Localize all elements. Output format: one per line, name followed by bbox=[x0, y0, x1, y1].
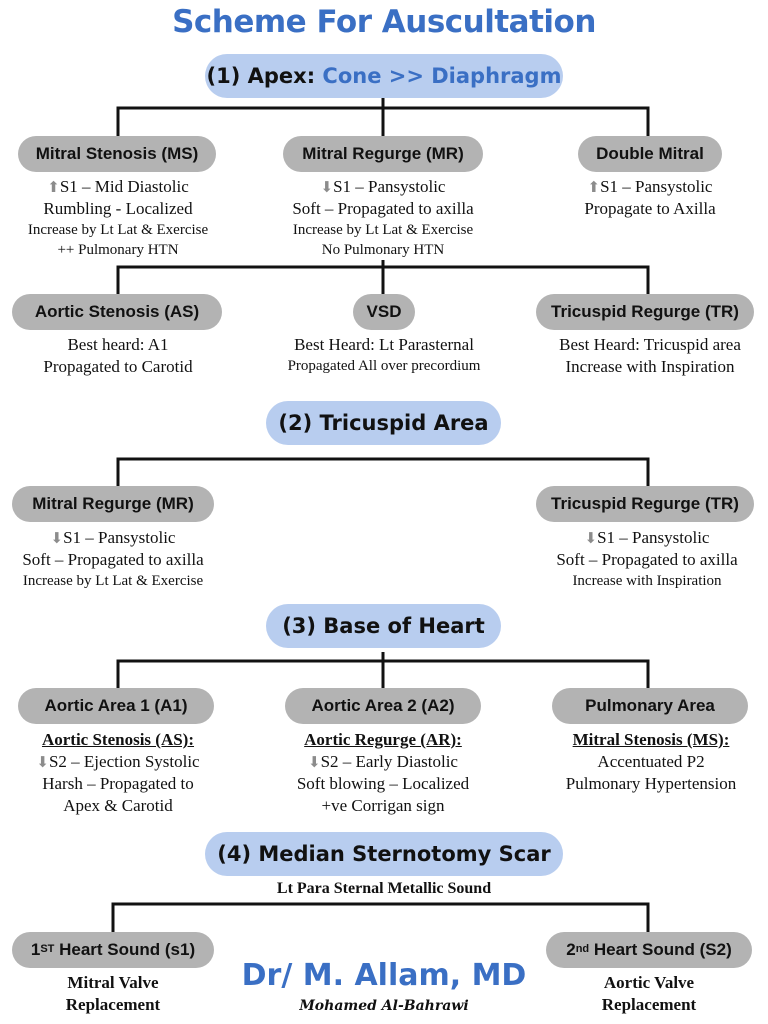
ms-line3: Increase by Lt Lat & Exercise bbox=[27, 222, 209, 238]
a2-details: Aortic Regurge (AR): ⬇S2 – Early Diastol… bbox=[265, 729, 501, 817]
a1-line3: Apex & Carotid bbox=[63, 796, 173, 815]
pill-double-mitral: Double Mitral bbox=[578, 136, 722, 172]
section-apex-highlight: Cone >> Diaphragm bbox=[322, 64, 562, 88]
mr2-details: ⬇S1 – Pansystolic Soft – Propagated to a… bbox=[0, 527, 226, 591]
mr-line3: Increase by Lt Lat & Exercise bbox=[292, 222, 474, 238]
author-signature: Mohamed Al-Bahrawi bbox=[299, 998, 469, 1014]
mr-details: ⬇S1 – Pansystolic Soft – Propagated to a… bbox=[265, 176, 501, 260]
pulm-line1: Accentuated P2 bbox=[597, 752, 705, 771]
scar-connector bbox=[111, 902, 650, 932]
section-base: (3) Base of Heart bbox=[266, 604, 501, 648]
s1-line2: Replacement bbox=[65, 995, 161, 1014]
a1-line2: Harsh – Propagated to bbox=[42, 774, 194, 793]
pill-vsd: VSD bbox=[353, 294, 415, 330]
s2-sup: nd bbox=[575, 943, 590, 955]
s1-details: Mitral Valve Replacement bbox=[0, 972, 226, 1016]
s2-line1: Aortic Valve bbox=[603, 973, 695, 992]
s1-rest: Heart Sound (s1) bbox=[54, 940, 196, 959]
arrow-down-icon: ⬇ bbox=[308, 753, 321, 771]
ms-line2: Rumbling - Localized bbox=[43, 199, 193, 218]
double-mitral-details: ⬆S1 – Pansystolic Propagate to Axilla bbox=[540, 176, 760, 220]
dm-line2: Propagate to Axilla bbox=[584, 199, 716, 218]
tr2-line2: Soft – Propagated to axilla bbox=[556, 550, 738, 569]
pill-aortic-area-2: Aortic Area 2 (A2) bbox=[285, 688, 481, 724]
pulm-head: Mitral Stenosis (MS): bbox=[572, 730, 730, 749]
a1-details: Aortic Stenosis (AS): ⬇S2 – Ejection Sys… bbox=[0, 729, 236, 817]
vsd-details: Best Heard: Lt Parasternal Propagated Al… bbox=[258, 334, 510, 376]
vsd-line1: Best Heard: Lt Parasternal bbox=[294, 335, 474, 354]
mr2-line2: Soft – Propagated to axilla bbox=[22, 550, 204, 569]
mr2-line1: S1 – Pansystolic bbox=[63, 528, 176, 547]
mr-line2: Soft – Propagated to axilla bbox=[292, 199, 474, 218]
section-apex-label: (1) Apex: bbox=[206, 64, 323, 88]
tr-line1: Best Heard: Tricuspid area bbox=[559, 335, 741, 354]
arrow-down-icon: ⬇ bbox=[584, 529, 598, 547]
pill-aortic-stenosis: Aortic Stenosis (AS) bbox=[12, 294, 222, 330]
pill-first-heart-sound: 1ST Heart Sound (s1) bbox=[12, 932, 214, 968]
pill-aortic-area-1: Aortic Area 1 (A1) bbox=[18, 688, 214, 724]
pill-mitral-regurge: Mitral Regurge (MR) bbox=[283, 136, 483, 172]
s2-num: 2 bbox=[566, 940, 576, 959]
base-connector bbox=[116, 652, 650, 688]
section-scar: (4) Median Sternotomy Scar bbox=[205, 832, 563, 876]
scar-subtitle: Lt Para Sternal Metallic Sound bbox=[276, 880, 492, 897]
ms-details: ⬆S1 – Mid Diastolic Rumbling - Localized… bbox=[0, 176, 236, 260]
tr-line2: Increase with Inspiration bbox=[565, 357, 735, 376]
s1-num: 1 bbox=[30, 940, 41, 959]
author-name: Dr/ M. Allam, MD bbox=[241, 958, 527, 993]
s1-line1: Mitral Valve bbox=[67, 973, 159, 992]
pulm-line2: Pulmonary Hypertension bbox=[565, 774, 737, 793]
arrow-up-icon: ⬆ bbox=[47, 178, 60, 196]
mr2-line3: Increase by Lt Lat & Exercise bbox=[22, 573, 204, 589]
ms-line1: S1 – Mid Diastolic bbox=[59, 177, 189, 196]
arrow-down-icon: ⬇ bbox=[36, 753, 49, 771]
vsd-line2: Propagated All over precordium bbox=[287, 358, 481, 374]
mr-line4: No Pulmonary HTN bbox=[321, 242, 445, 258]
a2-line3: +ve Corrigan sign bbox=[321, 796, 445, 815]
tricuspid-connector bbox=[116, 457, 650, 486]
dm-line1: S1 – Pansystolic bbox=[600, 177, 713, 196]
section-tricuspid: (2) Tricuspid Area bbox=[266, 401, 501, 445]
arrow-down-icon: ⬇ bbox=[320, 178, 334, 196]
pulmonary-details: Mitral Stenosis (MS): Accentuated P2 Pul… bbox=[538, 729, 764, 795]
a1-head: Aortic Stenosis (AS): bbox=[41, 730, 195, 749]
ms-line4: ++ Pulmonary HTN bbox=[57, 242, 179, 258]
pill-tricuspid-regurge: Tricuspid Regurge (TR) bbox=[536, 294, 754, 330]
a1-line1: S2 – Ejection Systolic bbox=[48, 752, 200, 771]
s1-sup: ST bbox=[40, 943, 55, 955]
pill-mitral-stenosis: Mitral Stenosis (MS) bbox=[18, 136, 216, 172]
pill-tricuspid-regurge-2: Tricuspid Regurge (TR) bbox=[536, 486, 754, 522]
apex-connector bbox=[116, 98, 650, 136]
a2-line2: Soft blowing – Localized bbox=[296, 774, 470, 793]
s2-rest: Heart Sound (S2) bbox=[589, 940, 732, 959]
pill-second-heart-sound: 2nd Heart Sound (S2) bbox=[546, 932, 752, 968]
a2-head: Aortic Regurge (AR): bbox=[304, 730, 462, 749]
tr2-line1: S1 – Pansystolic bbox=[597, 528, 710, 547]
mr-line1: S1 – Pansystolic bbox=[333, 177, 446, 196]
arrow-down-icon: ⬇ bbox=[50, 529, 64, 547]
section-apex: (1) Apex: Cone >> Diaphragm bbox=[205, 54, 563, 98]
as-details: Best heard: A1 Propagated to Carotid bbox=[0, 334, 236, 378]
as-line2: Propagated to Carotid bbox=[43, 357, 193, 376]
page-title: Scheme For Auscultation bbox=[172, 4, 596, 40]
s2-details: Aortic Valve Replacement bbox=[536, 972, 762, 1016]
apex-row2-connector bbox=[116, 260, 650, 294]
s2-line2: Replacement bbox=[601, 995, 697, 1014]
tr2-line3: Increase with Inspiration bbox=[572, 573, 722, 589]
a2-line1: S2 – Early Diastolic bbox=[320, 752, 458, 771]
as-line1: Best heard: A1 bbox=[67, 335, 169, 354]
pill-mitral-regurge-2: Mitral Regurge (MR) bbox=[12, 486, 214, 522]
tr-details: Best Heard: Tricuspid area Increase with… bbox=[534, 334, 766, 378]
arrow-up-icon: ⬆ bbox=[587, 178, 601, 196]
tr2-details: ⬇S1 – Pansystolic Soft – Propagated to a… bbox=[534, 527, 760, 591]
pill-pulmonary-area: Pulmonary Area bbox=[552, 688, 748, 724]
